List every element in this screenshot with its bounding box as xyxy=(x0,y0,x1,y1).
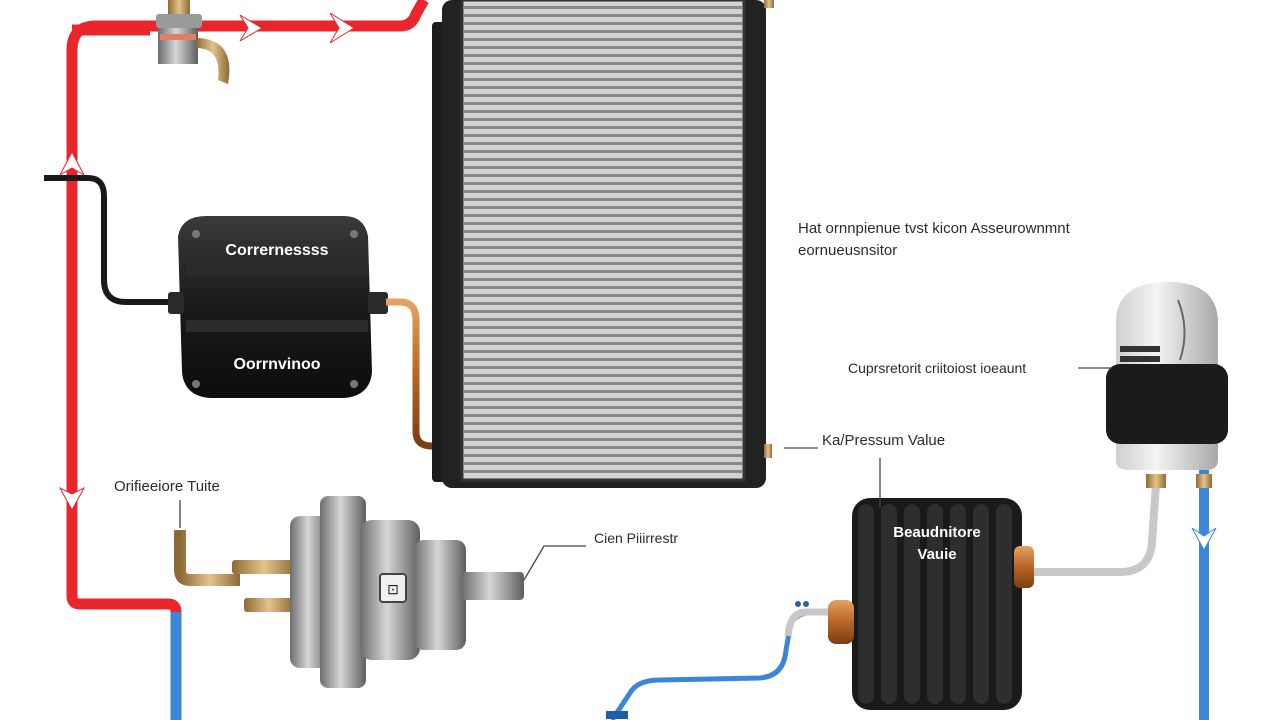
accumulator-rib xyxy=(950,504,966,704)
high-pressure-line xyxy=(66,0,429,700)
accumulator xyxy=(784,483,1160,710)
condenser-fin xyxy=(464,30,742,33)
suction-hose xyxy=(44,175,186,305)
condenser-fin xyxy=(464,150,742,153)
accumulator-label-line1: Beaudnitore xyxy=(893,524,981,541)
condenser-fin xyxy=(464,430,742,433)
flow-arrow-icon xyxy=(58,12,355,512)
condenser-fin xyxy=(464,414,742,417)
condenser-fin xyxy=(464,222,742,225)
component-note: Cuprsretorit criitoiost ioeaunt xyxy=(848,360,1027,376)
compressor-label-top: Corrernessss xyxy=(225,242,329,259)
condenser-fin xyxy=(464,126,742,129)
receiver-drier xyxy=(1106,282,1228,488)
condenser-fin xyxy=(464,302,742,305)
service-valve xyxy=(156,0,230,84)
flow-arrow-icon xyxy=(1191,527,1217,552)
condenser-fin xyxy=(464,462,742,465)
condenser-fin xyxy=(464,454,742,457)
condenser-fin xyxy=(464,246,742,249)
accumulator-rib xyxy=(858,504,874,704)
condenser-fin xyxy=(464,270,742,273)
accumulator-rib xyxy=(973,504,989,704)
condenser-fin xyxy=(464,182,742,185)
condenser-fin xyxy=(464,366,742,369)
condenser-fin xyxy=(464,142,742,145)
discharge-pipe xyxy=(386,298,448,450)
condenser-fin xyxy=(464,230,742,233)
compressor-label-bottom: Oorrnvinoo xyxy=(233,356,321,373)
condenser-fin xyxy=(464,6,742,9)
condenser-fin xyxy=(464,438,742,441)
condenser-fin xyxy=(464,278,742,281)
condenser-fin xyxy=(464,94,742,97)
condenser-fin xyxy=(464,62,742,65)
condenser-fin xyxy=(464,254,742,257)
condenser-fin xyxy=(464,22,742,25)
condenser-fin xyxy=(464,342,742,345)
condenser-fin xyxy=(464,470,742,473)
leader-lines xyxy=(179,367,1112,581)
condenser-fin xyxy=(464,358,742,361)
condenser-fin xyxy=(464,294,742,297)
condenser-fin xyxy=(464,38,742,41)
condenser-fin xyxy=(464,86,742,89)
condenser-note-line1: Hat ornnpienue tvst kicon Asseurownmnt xyxy=(798,220,1070,237)
condenser-fin xyxy=(464,398,742,401)
condenser-fin xyxy=(464,206,742,209)
accumulator-rib xyxy=(904,504,920,704)
condenser-fin xyxy=(464,334,742,337)
accumulator-rib xyxy=(927,504,943,704)
condenser-fin xyxy=(464,422,742,425)
condenser-fin xyxy=(464,286,742,289)
condenser-fin xyxy=(464,262,742,265)
condenser-fin xyxy=(464,118,742,121)
condenser-fin xyxy=(464,46,742,49)
pump-label: Cien Piiirrestr xyxy=(594,530,679,546)
condenser-fin xyxy=(464,134,742,137)
orifice-pump-assembly: ⊡ xyxy=(174,496,524,688)
condenser-fin xyxy=(464,382,742,385)
compressor xyxy=(168,216,388,398)
condenser-fin xyxy=(464,198,742,201)
condenser-fin xyxy=(464,166,742,169)
condenser-fin xyxy=(464,310,742,313)
condenser-fin xyxy=(464,78,742,81)
condenser-fin xyxy=(464,14,742,17)
condenser xyxy=(432,0,774,488)
condenser-fin xyxy=(464,390,742,393)
condenser-fin xyxy=(464,54,742,57)
condenser-fin xyxy=(464,158,742,161)
svg-text:⊡: ⊡ xyxy=(387,581,399,597)
condenser-fin xyxy=(464,446,742,449)
condenser-fin xyxy=(464,318,742,321)
orifice-tube-label: Orifieeiore Tuite xyxy=(114,478,220,495)
accumulator-rib xyxy=(881,504,897,704)
condenser-fin xyxy=(464,110,742,113)
accumulator-rib xyxy=(996,504,1012,704)
condenser-fin xyxy=(464,406,742,409)
accumulator-label-line2: Vauie xyxy=(917,546,957,563)
pressure-valve-label: Ka/Pressum Value xyxy=(822,432,946,449)
condenser-fin xyxy=(464,374,742,377)
condenser-fin xyxy=(464,70,742,73)
condenser-fin xyxy=(464,214,742,217)
condenser-fin xyxy=(464,174,742,177)
condenser-fin xyxy=(464,238,742,241)
condenser-fin xyxy=(464,326,742,329)
condenser-fin xyxy=(464,350,742,353)
condenser-note-line2: eornueusnsitor xyxy=(798,242,898,259)
condenser-fin xyxy=(464,190,742,193)
condenser-fin xyxy=(464,102,742,105)
